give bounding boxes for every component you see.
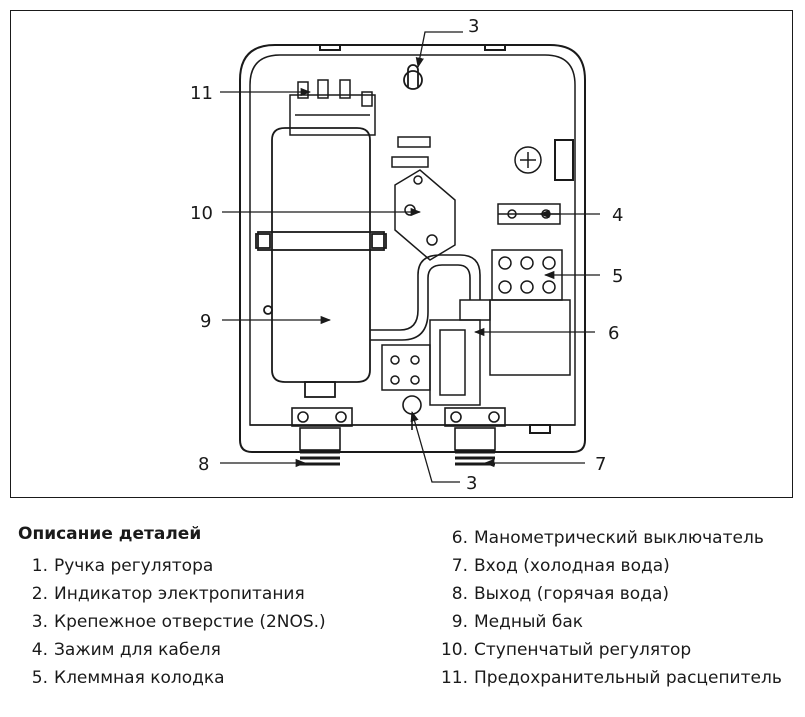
legend-item-text: Медный бак bbox=[474, 612, 584, 632]
legend-item: 11. Предохранительный расцепитель bbox=[437, 664, 794, 692]
ground-screw bbox=[514, 146, 542, 174]
heater-diagram: 3 11 10 4 5 9 6 8 7 3 bbox=[190, 16, 623, 494]
legend-list-left: 1. Ручка регулятора 2. Индикатор электропи… bbox=[18, 552, 326, 692]
legend-item: 6. Манометрический выключатель bbox=[437, 524, 794, 552]
terminal-block bbox=[489, 249, 571, 376]
legend-item-number: 11. bbox=[440, 668, 468, 688]
legend-item-number: 7. bbox=[451, 556, 468, 576]
legend-item-text: Выход (горячая вода) bbox=[474, 584, 670, 604]
legend-item: 1. Ручка регулятора bbox=[18, 552, 326, 580]
leader-lines bbox=[220, 31, 600, 483]
callout-5: 5 bbox=[612, 266, 623, 287]
callout-3-bottom: 3 bbox=[466, 473, 477, 494]
legend-item-number: 9. bbox=[451, 612, 468, 632]
diagram-frame bbox=[10, 10, 793, 498]
callout-3-top: 3 bbox=[468, 16, 479, 37]
legend-item-number: 6. bbox=[451, 528, 468, 548]
legend-item-number: 1. bbox=[31, 556, 48, 576]
callout-8: 8 bbox=[198, 454, 209, 475]
callout-7: 7 bbox=[595, 454, 606, 475]
water-pipe bbox=[370, 254, 481, 341]
legend-item: 8. Выход (горячая вода) bbox=[437, 580, 794, 608]
legend-item: 7. Вход (холодная вода) bbox=[437, 552, 794, 580]
legend-item-text: Зажим для кабеля bbox=[54, 640, 221, 660]
callout-4: 4 bbox=[612, 205, 623, 226]
legend-item-number: 2. bbox=[31, 584, 48, 604]
legend-item-number: 8. bbox=[451, 584, 468, 604]
housing bbox=[239, 44, 586, 453]
leader-3-top bbox=[415, 31, 463, 69]
legend-item-number: 4. bbox=[31, 640, 48, 660]
callout-11: 11 bbox=[190, 83, 213, 104]
legend-item: 4. Зажим для кабеля bbox=[18, 636, 326, 664]
legend-item-number: 3. bbox=[31, 612, 48, 632]
copper-tank bbox=[255, 127, 387, 398]
legend-item: 2. Индикатор электропитания bbox=[18, 580, 326, 608]
legend-item: 5. Клеммная колодка bbox=[18, 664, 326, 692]
legend-item-text: Ступенчатый регулятор bbox=[474, 640, 692, 660]
pressure-switch bbox=[381, 299, 491, 406]
leader-3-bottom bbox=[410, 411, 460, 483]
legend-item-text: Ручка регулятора bbox=[54, 556, 214, 576]
legend-item-text: Индикатор электропитания bbox=[54, 584, 305, 604]
legend-item-text: Клеммная колодка bbox=[54, 668, 225, 688]
legend-list-right: 6. Манометрический выключатель 7. Вход (хо… bbox=[437, 524, 794, 692]
legend-item-number: 5. bbox=[31, 668, 48, 688]
legend-item-text: Крепежное отверстие (2NOS.) bbox=[54, 612, 326, 632]
legend-item: 9. Медный бак bbox=[437, 608, 794, 636]
legend-item: 10. Ступенчатый регулятор bbox=[437, 636, 794, 664]
legend-item-text: Предохранительный расцепитель bbox=[474, 668, 782, 688]
legend-item-number: 10. bbox=[440, 640, 468, 660]
legend-item-text: Манометрический выключатель bbox=[474, 528, 764, 548]
inlet-fitting bbox=[444, 407, 506, 466]
outlet-fitting bbox=[291, 407, 353, 466]
legend-item-text: Вход (холодная вода) bbox=[474, 556, 670, 576]
mounting-hole-top bbox=[403, 64, 423, 90]
callout-9: 9 bbox=[200, 311, 211, 332]
callout-6: 6 bbox=[608, 323, 619, 344]
step-regulator bbox=[391, 136, 456, 261]
legend-title: Описание деталей bbox=[18, 524, 202, 544]
legend-item: 3. Крепежное отверстие (2NOS.) bbox=[18, 608, 326, 636]
callout-10: 10 bbox=[190, 203, 213, 224]
safety-cutout bbox=[289, 79, 376, 136]
